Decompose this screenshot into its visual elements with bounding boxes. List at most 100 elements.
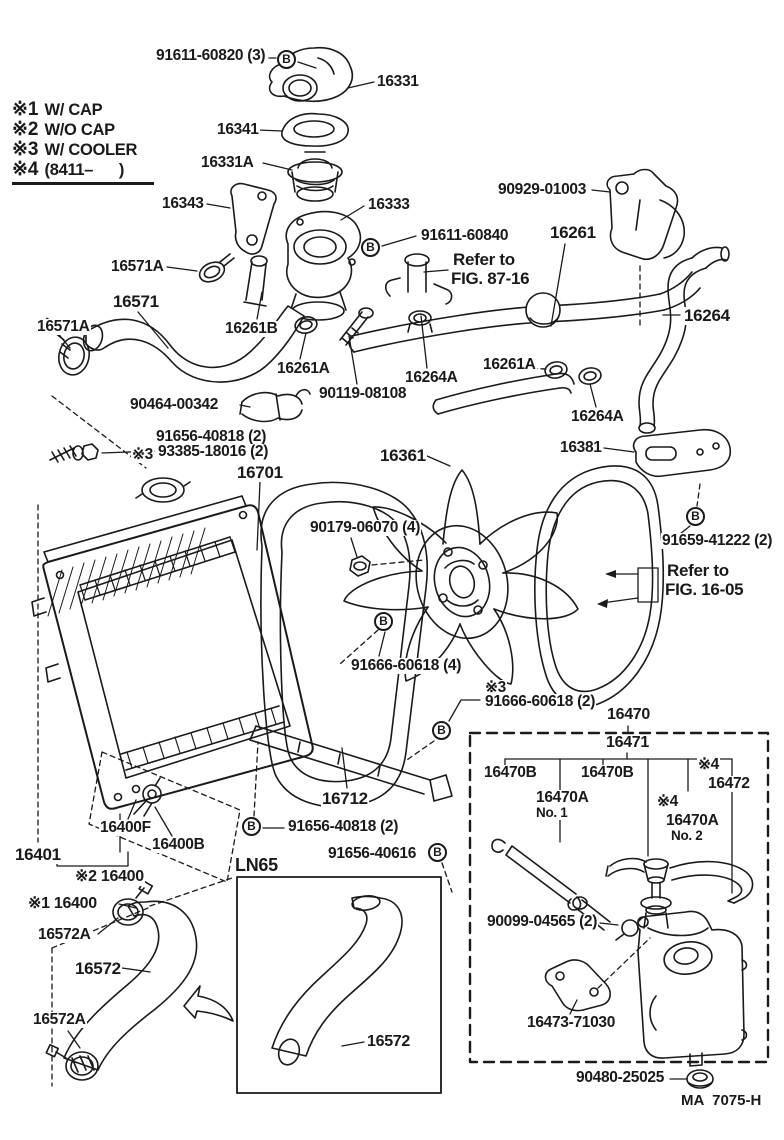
part-label-no-1: No. 1 <box>535 805 569 821</box>
part-label-16261a: 16261A <box>482 356 537 374</box>
bolt-90119-art <box>339 307 374 346</box>
legend-text: W/ CAP <box>44 101 103 119</box>
legend-underline <box>12 182 154 185</box>
part-label-16264: 16264 <box>683 306 731 325</box>
clamp-16261A-right-art <box>544 361 568 379</box>
bolt-marker-b-icon: B <box>374 612 393 631</box>
part-label-16572a: 16572A <box>37 926 92 944</box>
part-label-1-16400: ※1 16400 <box>27 895 98 913</box>
reservoir-hoses-art <box>491 838 611 931</box>
grommet-90480-art <box>686 1069 714 1089</box>
part-label-2-16400: ※2 16400 <box>74 868 145 886</box>
part-label-90464-00342: 90464-00342 <box>129 396 220 414</box>
water-outlet-art <box>268 46 354 103</box>
legend-row: ※4 (8411– ) <box>12 158 154 180</box>
part-label-4: ※4 <box>656 793 680 811</box>
overflow-pipe-art <box>669 860 754 904</box>
part-label-16333: 16333 <box>367 196 411 214</box>
reservoir-box <box>468 731 770 1064</box>
part-label-3: ※3 <box>131 446 155 464</box>
part-label-16400b: 16400B <box>151 836 206 854</box>
part-label-16572a: 16572A <box>32 1011 87 1029</box>
clamp-16261A-left-art <box>294 316 318 334</box>
pipe-90464-art <box>239 388 311 423</box>
drain-sensor-art <box>49 443 99 463</box>
bolt-marker-b-icon: B <box>242 817 261 836</box>
hose-16264-art <box>638 246 730 434</box>
bolt-marker-b-icon: B <box>432 721 451 740</box>
part-label-16470: 16470 <box>606 706 651 724</box>
part-label-16264a: 16264A <box>570 408 625 426</box>
part-label-16470a: 16470A <box>665 812 720 830</box>
drain-cock-art <box>131 777 162 817</box>
part-label-16470b: 16470B <box>483 764 538 782</box>
part-label-93385-18016-2: 93385-18016 (2) <box>157 443 270 461</box>
part-label-16331: 16331 <box>376 73 420 91</box>
bolt-marker-b-icon: B <box>428 843 447 862</box>
bracket-90929-art <box>606 168 685 260</box>
part-label-fig-16-05: FIG. 16-05 <box>664 580 745 599</box>
part-label-16343: 16343 <box>161 195 205 213</box>
part-label-16701: 16701 <box>236 463 284 482</box>
part-label-refer-to: Refer to <box>452 250 516 269</box>
part-label-16401: 16401 <box>14 845 62 864</box>
legend-row: ※3 W/ COOLER <box>12 138 154 160</box>
part-label-4: ※4 <box>697 756 721 774</box>
legend-row: ※2 W/O CAP <box>12 118 154 140</box>
hose-16572-main-art <box>63 900 198 1071</box>
bolt-marker-b-icon: B <box>686 507 705 526</box>
thermostat-art <box>287 151 343 202</box>
figure-code: MA 7075-H <box>681 1092 762 1109</box>
part-label-91666-60618-4: 91666-60618 (4) <box>350 657 463 675</box>
bypass-valve-art <box>384 253 453 333</box>
part-label-16264a: 16264A <box>404 369 459 387</box>
part-label-16712: 16712 <box>321 789 369 808</box>
part-label-16571: 16571 <box>112 292 160 311</box>
part-label-16331a: 16331A <box>200 154 255 172</box>
part-label-90179-06070-4: 90179-06070 (4) <box>309 519 422 537</box>
part-label-91659-41222-2: 91659-41222 (2) <box>661 532 774 550</box>
bracket-16473-art <box>544 959 611 1012</box>
part-label-16400f: 16400F <box>99 819 152 837</box>
clamp-16571A-left-art <box>41 317 90 376</box>
part-label-16341: 16341 <box>216 121 260 139</box>
bolt-marker-b-icon: B <box>361 238 380 257</box>
pipe-16261B-art <box>243 255 268 307</box>
part-label-90929-01003: 90929-01003 <box>497 181 588 199</box>
part-label-16571a: 16571A <box>110 258 165 276</box>
part-label-no-2: No. 2 <box>670 828 704 844</box>
clamp-16572A-bottom-art <box>45 1043 99 1081</box>
part-label-3: ※3 <box>484 679 508 697</box>
part-label-90480-25025: 90480-25025 <box>575 1069 666 1087</box>
radiator-art <box>31 477 314 810</box>
part-label-16381: 16381 <box>559 439 603 457</box>
hose-16571-art <box>82 305 305 383</box>
part-label-refer-to: Refer to <box>666 561 730 580</box>
part-label-16472: 16472 <box>707 775 751 793</box>
legend-marker: ※4 <box>12 159 39 180</box>
part-label-91611-60820-3: 91611-60820 (3) <box>155 47 267 65</box>
part-label-16470b: 16470B <box>580 764 635 782</box>
part-label-16471: 16471 <box>605 734 650 752</box>
part-label-91656-40818-2: 91656-40818 (2) <box>287 818 400 836</box>
part-label-16470a: 16470A <box>535 789 590 807</box>
legend-marker: ※3 <box>12 139 39 160</box>
part-label-91666-60618-2: 91666-60618 (2) <box>484 693 597 711</box>
part-label-fig-87-16: FIG. 87-16 <box>450 269 531 288</box>
dashed-lines <box>37 265 701 1087</box>
part-label-ln65: LN65 <box>234 855 279 875</box>
fitting-90099-art <box>615 916 649 941</box>
part-label-91656-40818-2: 91656-40818 (2) <box>155 428 268 446</box>
part-label-16261: 16261 <box>549 223 597 242</box>
legend-text: (8411– ) <box>44 161 125 179</box>
replacement-arrow-art <box>183 985 234 1022</box>
clamp-16264A-right-art <box>578 367 602 385</box>
plate-16343-art <box>230 182 277 255</box>
bolt-marker-b-icon: B <box>277 50 296 69</box>
bracket-16381-art <box>632 428 732 478</box>
part-label-16261a: 16261A <box>276 360 331 378</box>
legend-text: W/O CAP <box>44 121 116 139</box>
reservoir-cap-valve-art <box>605 857 672 929</box>
hose-16261-art <box>348 271 701 353</box>
inset-box-LN65 <box>236 876 442 1094</box>
